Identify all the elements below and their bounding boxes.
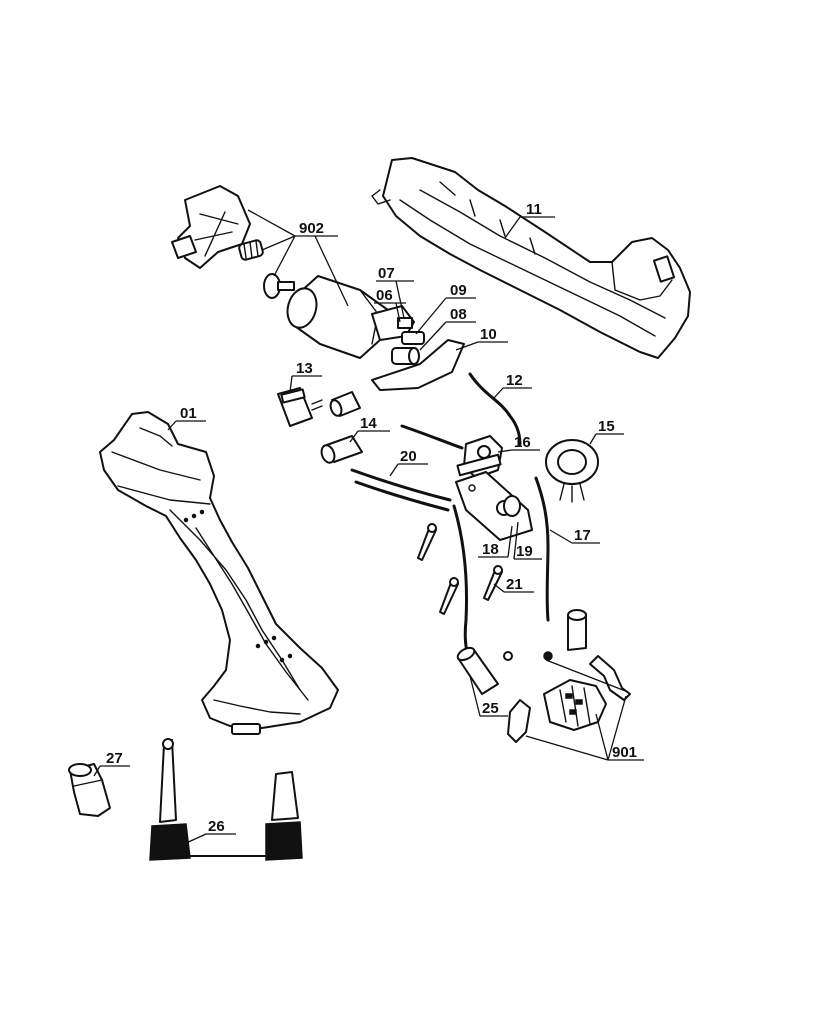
part-13-switch xyxy=(277,387,323,427)
part-20-wires xyxy=(350,424,464,512)
part-06-callout: 06 xyxy=(374,287,406,323)
part-25-callout: 25 xyxy=(469,675,508,717)
part-27-nozzle xyxy=(68,763,111,817)
part-07-callout: 07 xyxy=(376,265,414,319)
part-17-callout: 17 xyxy=(549,527,600,544)
callout-07: 07 xyxy=(378,265,395,282)
callout-14: 14 xyxy=(360,415,377,432)
callout-12: 12 xyxy=(506,372,523,389)
part-901-plate xyxy=(543,679,607,731)
callout-13: 13 xyxy=(296,360,313,377)
part-16-callout: 16 xyxy=(497,434,540,453)
callout-09: 09 xyxy=(450,282,467,299)
callout-08: 08 xyxy=(450,306,467,323)
part-902-fan xyxy=(171,185,251,269)
callout-902: 902 xyxy=(299,220,324,237)
part-09-callout: 09 xyxy=(415,282,476,335)
part-nut xyxy=(503,651,513,661)
part-13-callout: 13 xyxy=(289,360,322,393)
part-08-callout: 08 xyxy=(419,306,476,351)
part-26-stand xyxy=(149,738,303,861)
part-12-callout: 12 xyxy=(493,372,532,399)
part-26-callout: 26 xyxy=(183,818,236,845)
part-screw-lower xyxy=(439,577,459,615)
part-12-wire xyxy=(468,372,522,446)
callout-16: 16 xyxy=(514,434,531,451)
part-902-rotor-disc xyxy=(263,273,295,299)
callout-10: 10 xyxy=(480,326,497,343)
part-18-circuit-board xyxy=(455,471,533,541)
part-19-callout: 19 xyxy=(513,521,542,560)
part-27-callout: 27 xyxy=(93,750,130,777)
callout-18: 18 xyxy=(482,541,499,558)
callout-15: 15 xyxy=(598,418,615,435)
part-15-coil xyxy=(545,439,599,503)
part-25-sleeve xyxy=(456,646,499,695)
part-01-callout: 01 xyxy=(167,405,206,431)
callout-20: 20 xyxy=(400,448,417,465)
part-21-callout: 21 xyxy=(493,576,534,593)
part-18-callout: 18 xyxy=(478,525,513,558)
part-11-housing-half xyxy=(371,157,691,359)
part-901-callout: 901 xyxy=(525,659,644,761)
part-09-brush xyxy=(401,331,425,345)
part-17-wire xyxy=(534,476,550,622)
callout-27: 27 xyxy=(106,750,123,767)
part-screw-upper xyxy=(417,523,437,561)
part-20-callout: 20 xyxy=(389,448,428,477)
callout-01: 01 xyxy=(180,405,197,422)
callout-21: 21 xyxy=(506,576,523,593)
part-21-screw xyxy=(483,565,503,601)
part-10-callout: 10 xyxy=(455,326,508,351)
part-01-housing xyxy=(99,411,339,735)
part-11-callout: 11 xyxy=(504,201,555,239)
callout-901: 901 xyxy=(612,744,637,761)
callout-17: 17 xyxy=(574,527,591,544)
part-tube-right xyxy=(567,609,587,651)
part-16-heater xyxy=(456,435,503,479)
callout-06: 06 xyxy=(376,287,393,304)
part-14-sleeve-upper xyxy=(329,391,361,417)
callout-26: 26 xyxy=(208,818,225,835)
part-08-brush-holder xyxy=(391,347,420,365)
part-10-cover xyxy=(371,339,465,391)
part-15-callout: 15 xyxy=(589,418,624,445)
part-14-sleeve-lower xyxy=(320,435,363,464)
part-14-callout: 14 xyxy=(349,415,390,443)
callout-19: 19 xyxy=(516,543,533,560)
part-902-callout: 902 xyxy=(247,209,349,307)
part-washer xyxy=(543,651,553,661)
part-902-spring xyxy=(238,239,264,261)
callout-25: 25 xyxy=(482,700,499,717)
callout-11: 11 xyxy=(526,201,542,218)
part-901-clip-left xyxy=(507,699,531,743)
